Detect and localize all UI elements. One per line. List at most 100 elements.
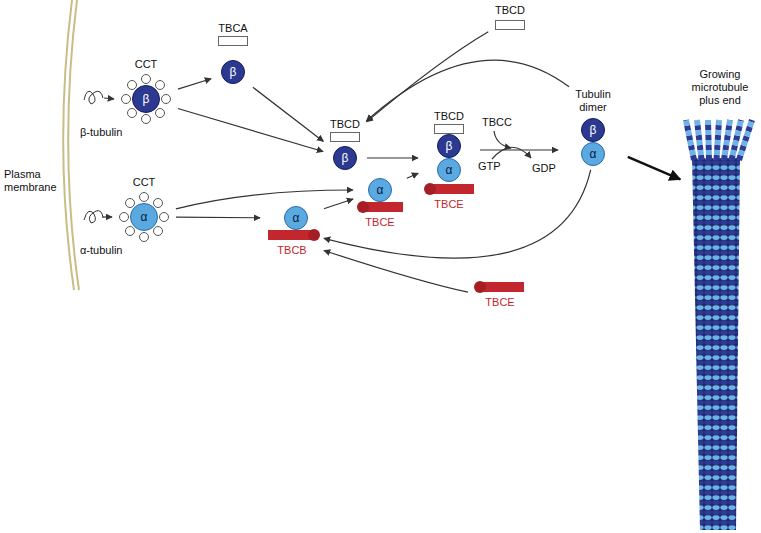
protein-label: TBCE xyxy=(434,198,463,211)
flow-arrow xyxy=(367,60,570,121)
chaperonin-complex: CCT β xyxy=(116,58,176,124)
microtubule xyxy=(692,158,740,530)
tubulin-subunit: β xyxy=(437,134,461,158)
tubulin-subunit: α xyxy=(437,158,461,182)
flow-arrow xyxy=(253,87,324,141)
subunit-letter: α xyxy=(285,207,307,229)
subunit-letter: β xyxy=(133,86,159,112)
protofilament xyxy=(739,120,752,160)
protofilament xyxy=(697,120,702,160)
tubulin-dimer: Tubulin dimer βα xyxy=(560,88,626,168)
cofactor-box xyxy=(330,132,360,142)
protofilament xyxy=(724,120,730,160)
tubulin-subunit: β xyxy=(333,146,357,170)
cofactor-protein: TBCE xyxy=(470,280,530,318)
subunit-letter: α xyxy=(582,143,604,165)
protein-label: CCT xyxy=(133,176,156,189)
chaperonin-subunit xyxy=(161,94,171,104)
annotation-label: GDP xyxy=(532,162,556,175)
chaperonin-subunit xyxy=(119,212,129,222)
protein-label: TBCE xyxy=(485,296,514,309)
flow-arrow xyxy=(480,149,558,150)
plasma-membrane xyxy=(68,0,79,290)
protein-label: TBCA xyxy=(218,22,247,35)
subunit-letter: α xyxy=(438,159,460,181)
protofilament xyxy=(686,120,694,160)
flow-arrow xyxy=(324,199,353,209)
flow-arrow xyxy=(407,173,418,178)
subunit-letter: β xyxy=(582,119,604,141)
protein-label: Tubulin dimer xyxy=(560,88,626,114)
tubulin-subunit: α xyxy=(368,178,392,202)
chaperonin-subunit xyxy=(141,114,151,124)
subunit-letter: β xyxy=(222,61,244,83)
protein-label: CCT xyxy=(135,58,158,71)
layout-arrow xyxy=(494,131,511,148)
unfolded-chain xyxy=(84,211,103,223)
flow-arrow xyxy=(324,251,468,293)
tubulin-subunit: β xyxy=(221,60,245,84)
cofactor-bar xyxy=(480,282,524,292)
protofilament xyxy=(686,120,694,160)
tubulin-subunit: β xyxy=(581,118,605,142)
chaperonin-subunit xyxy=(155,80,165,90)
cofactor-bar xyxy=(430,184,474,194)
chaperonin-subunit xyxy=(153,198,163,208)
protofilament xyxy=(739,120,752,160)
annotation-label: α-tubulin xyxy=(80,244,122,257)
microtubule-region: Growing microtubule plus end xyxy=(682,68,758,530)
subunit-letter: β xyxy=(334,147,356,169)
flow-arrow xyxy=(178,79,211,89)
layout-arrow xyxy=(103,216,112,217)
flow-arrow xyxy=(367,157,418,158)
protein-label: TBCD xyxy=(495,4,525,17)
protein-label: TBCE xyxy=(365,216,394,229)
annotation-label: TBCC xyxy=(482,116,512,129)
flow-arrow xyxy=(628,157,680,180)
flow-arrow xyxy=(176,190,353,209)
protofilament xyxy=(724,120,730,160)
cofactor-complex: TBCA β xyxy=(213,22,253,86)
chaperonin-subunit xyxy=(141,74,151,84)
cofactor-domain xyxy=(357,201,369,213)
flow-arrow xyxy=(176,217,260,219)
flow-arrow xyxy=(367,32,489,122)
protofilament xyxy=(708,120,709,160)
cofactor-complex: αTBCE xyxy=(355,176,405,234)
chaperonin-subunit xyxy=(153,226,163,236)
cofactor-complex: TBCDβ xyxy=(325,118,365,172)
flow-arrow xyxy=(324,170,591,258)
cofactor-bar xyxy=(363,202,403,212)
chaperonin-subunit xyxy=(155,108,165,118)
chaperonin-subunit xyxy=(159,212,169,222)
protein-label: TBCD xyxy=(434,110,464,123)
protofilament xyxy=(697,120,702,160)
cofactor-domain xyxy=(308,229,320,241)
flow-arrow xyxy=(178,109,323,152)
chaperonin-subunit xyxy=(139,232,149,242)
subunit-letter: β xyxy=(438,135,460,157)
protofilament xyxy=(717,120,720,160)
cofactor-protein: TBCD xyxy=(490,4,530,34)
protein-label: Growing microtubule plus end xyxy=(682,68,758,107)
tubulin-subunit: α xyxy=(130,203,158,231)
cofactor-box xyxy=(495,20,525,30)
annotation-label: GTP xyxy=(478,160,501,173)
tubulin-subunit: β xyxy=(132,85,160,113)
chaperonin-subunit xyxy=(139,192,149,202)
annotation-label: Plasma membrane xyxy=(4,168,58,194)
cofactor-domain xyxy=(474,281,486,293)
chaperonin-complex: CCT α xyxy=(114,176,174,242)
tubulin-subunit: α xyxy=(581,142,605,166)
protofilament xyxy=(717,120,720,160)
annotation-label: β-tubulin xyxy=(80,126,122,139)
cofactor-domain xyxy=(424,183,436,195)
subunit-letter: α xyxy=(369,179,391,201)
layout-arrow xyxy=(492,147,531,159)
cofactor-box xyxy=(434,124,464,134)
chaperonin-subunit xyxy=(127,108,137,118)
cofactor-complex: αTBCB xyxy=(262,204,322,262)
chaperonin-subunit xyxy=(121,94,131,104)
